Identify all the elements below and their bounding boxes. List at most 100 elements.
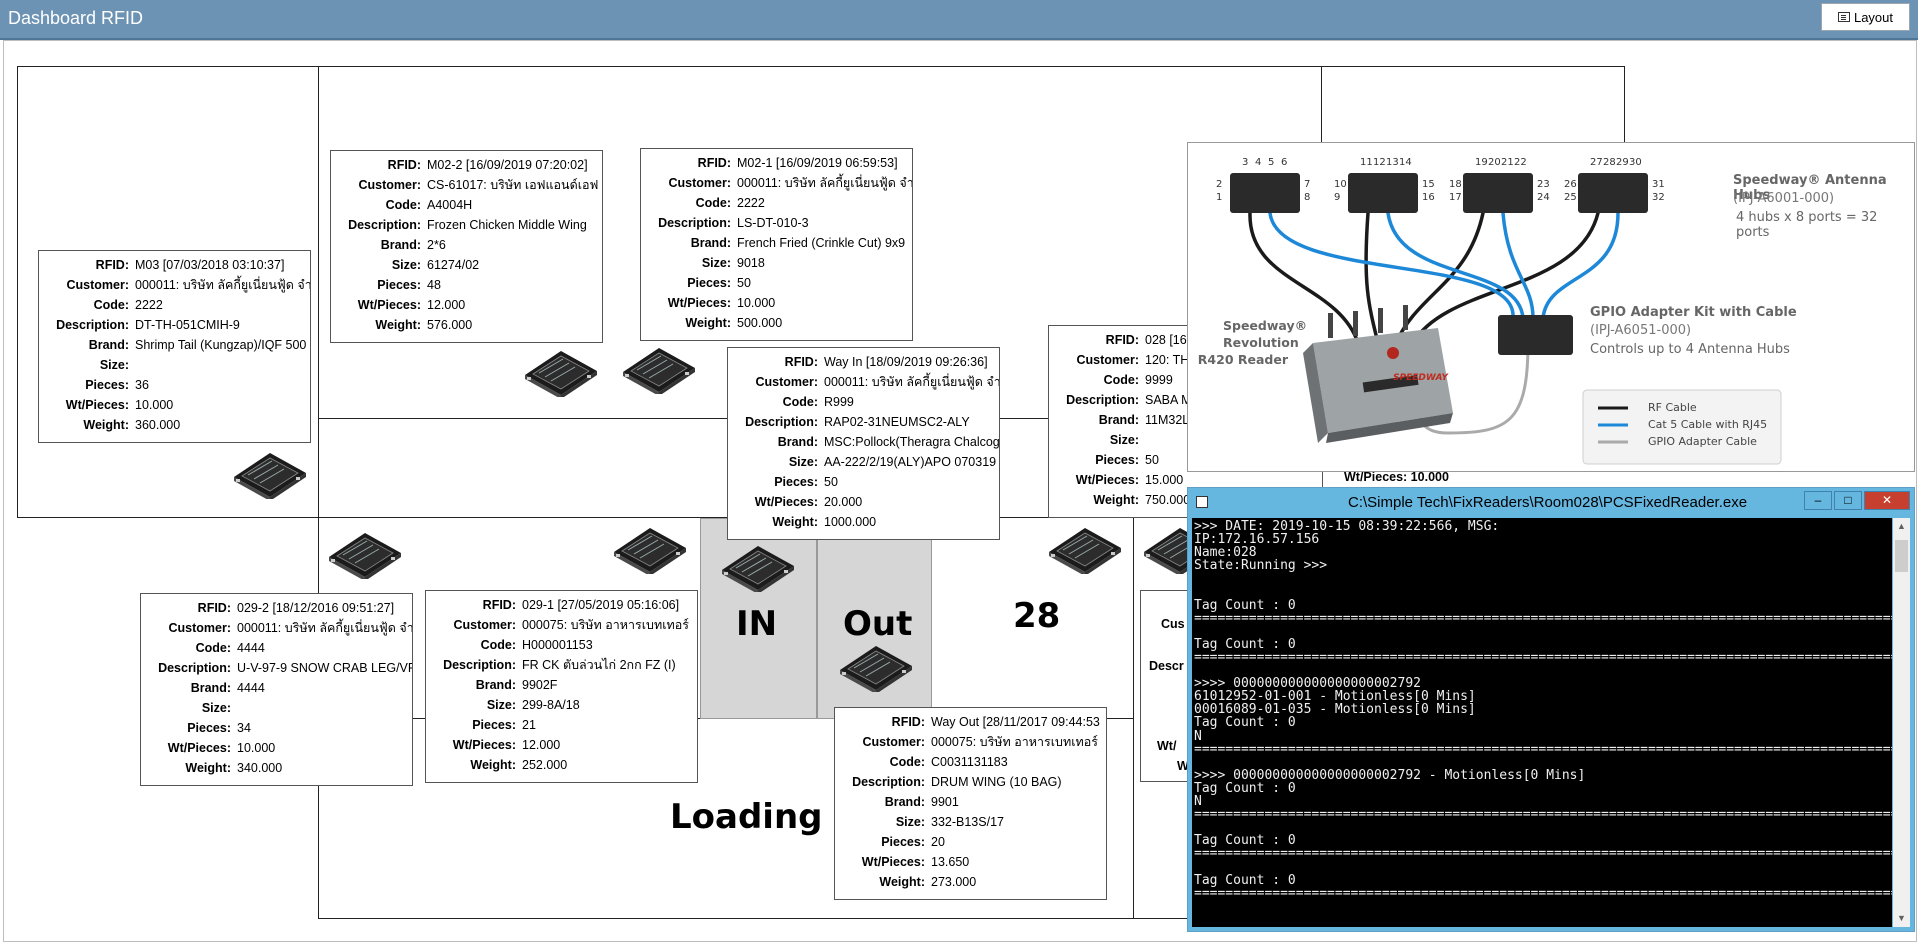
rfid-reader-icon[interactable] xyxy=(619,342,697,394)
card-row-pieces: Pieces:20 xyxy=(835,832,1106,852)
weight-key: Weight: xyxy=(1093,493,1139,507)
location-card[interactable]: RFID:029-2 [18/12/2016 09:51:27]Customer… xyxy=(140,593,413,786)
card-wt-pieces-fragment: Wt/Pieces: 10.000 xyxy=(1344,470,1449,484)
console-titlebar[interactable]: C:\Simple Tech\FixReaders\Room028\PCSFix… xyxy=(1188,488,1914,518)
location-card[interactable]: RFID:M02-2 [16/09/2019 07:20:02]Customer… xyxy=(330,150,603,343)
location-card[interactable]: RFID:M02-1 [16/09/2019 06:59:53]Customer… xyxy=(640,148,913,341)
description-key: Description: xyxy=(1066,393,1139,407)
console-line: Tag Count : 0 xyxy=(1194,636,1296,652)
pieces-key: Pieces: xyxy=(85,378,129,392)
size-value: AA-222/2/19(ALY)APO 070319 xyxy=(824,455,997,469)
customer-key: Customer: xyxy=(66,278,129,292)
close-button[interactable]: ✕ xyxy=(1864,491,1910,510)
card-row-description: Description:FR CK ตับล่วนไก่ 2กก FZ (I) xyxy=(426,655,697,675)
layout-button[interactable]: Layout xyxy=(1821,3,1910,31)
console-line: N xyxy=(1194,728,1202,744)
customer-value: 000011: บริษัท ลัคกี้ยูเนี่ยนฟู้ด จำ xyxy=(824,375,999,389)
card-row-wt-pieces: Wt/Pieces:10.000 xyxy=(141,738,412,758)
card-row-brand: Brand:2*6 xyxy=(331,235,602,255)
customer-key: Customer: xyxy=(668,176,731,190)
layout-button-label: Layout xyxy=(1853,9,1894,25)
hub-port-number: 7 xyxy=(1304,179,1311,190)
loading-area-label: Loading A xyxy=(670,797,861,837)
console-line xyxy=(1194,585,1892,598)
brand-key: Brand: xyxy=(777,435,818,449)
rfid-reader-icon[interactable] xyxy=(521,345,599,397)
rfid-reader-icon[interactable] xyxy=(718,540,796,592)
maximize-button[interactable]: □ xyxy=(1834,491,1862,510)
pieces-key: Pieces: xyxy=(187,721,231,735)
area-in-label: IN xyxy=(736,604,778,644)
brand-value: 2*6 xyxy=(427,238,446,252)
rfid-reader-icon[interactable] xyxy=(325,527,403,579)
location-card[interactable]: RFID:Way In [18/09/2019 09:26:36]Custome… xyxy=(727,347,1000,540)
customer-key: Cus xyxy=(1161,617,1185,631)
scroll-thumb[interactable] xyxy=(1895,540,1908,572)
card-row-pieces: Pieces:50 xyxy=(728,472,999,492)
wt-pieces-key: Wt/ xyxy=(1157,739,1177,753)
weight-value: 360.000 xyxy=(135,418,181,432)
customer-key: Customer: xyxy=(358,178,421,192)
wt-pieces-key: Wt/Pieces: xyxy=(754,495,818,509)
code-value: 2222 xyxy=(737,196,765,210)
card-row-size: Size:9018 xyxy=(641,253,912,273)
scroll-up-icon[interactable]: ▲ xyxy=(1897,521,1906,531)
rfid-reader-icon[interactable] xyxy=(836,640,914,692)
customer-value: 000075: บริษัท อาหารเบทเทอร์ xyxy=(522,618,689,632)
location-card[interactable]: RFID:029-1 [27/05/2019 05:16:06]Customer… xyxy=(425,590,698,783)
area-out-label: Out xyxy=(843,604,913,644)
rfid-key: RFID: xyxy=(1105,333,1139,347)
scroll-down-icon[interactable]: ▼ xyxy=(1897,913,1906,923)
card-row-rfid: RFID:029-1 [27/05/2019 05:16:06] xyxy=(426,595,697,615)
weight-key: Weight: xyxy=(83,418,129,432)
size-value: 9018 xyxy=(737,256,765,270)
rfid-reader-icon[interactable] xyxy=(1045,522,1123,574)
weight-key: W xyxy=(1177,759,1189,773)
description-key: Description: xyxy=(658,216,731,230)
card-row-wt-pieces: Wt/Pieces:20.000 xyxy=(728,492,999,512)
pieces-key: Pieces: xyxy=(472,718,516,732)
hub-port-number: 21 xyxy=(1501,157,1514,168)
card-row-description: Description:Frozen Chicken Middle Wing xyxy=(331,215,602,235)
card-row-weight: Weight:750.000 xyxy=(1049,490,1322,510)
code-value: A4004H xyxy=(427,198,473,212)
description-value: RAP02-31NEUMSC2-ALY xyxy=(824,415,970,429)
console-window[interactable]: C:\Simple Tech\FixReaders\Room028\PCSFix… xyxy=(1187,487,1915,932)
reader-brand-text: SPEEDWAY xyxy=(1393,373,1448,383)
card-row-size: Size:299-8A/18 xyxy=(426,695,697,715)
hub-port-number: 10 xyxy=(1334,179,1347,190)
pieces-key: Pieces: xyxy=(377,278,421,292)
minimize-button[interactable]: – xyxy=(1804,491,1832,510)
wt-pieces-key: Wt/Pieces: xyxy=(167,741,231,755)
floor-plan-canvas xyxy=(3,40,1917,942)
card-row-code: Code:H000001153 xyxy=(426,635,697,655)
customer-value: 000011: บริษัท ลัคกี้ยูเนี่ยนฟู้ด จำ xyxy=(237,621,412,635)
card-row-weight: Weight:252.000 xyxy=(426,755,697,775)
card-row-code: Code:9999 xyxy=(1049,370,1322,390)
console-scrollbar[interactable]: ▲ ▼ xyxy=(1893,518,1910,927)
rfid-reader-icon[interactable] xyxy=(610,522,688,574)
card-row-code: Code:R999 xyxy=(728,392,999,412)
code-value: R999 xyxy=(824,395,854,409)
console-line: Tag Count : 0 xyxy=(1194,715,1296,731)
card-row-code: Code:2222 xyxy=(39,295,310,315)
customer-key: Customer: xyxy=(862,735,925,749)
hub-port-number: 17 xyxy=(1449,192,1462,203)
rfid-reader-icon[interactable] xyxy=(230,447,308,499)
hub-port-number: 29 xyxy=(1616,157,1629,168)
card-row-pieces: Pieces:50 xyxy=(1049,450,1322,470)
hub-port-number: 11 xyxy=(1360,157,1373,168)
wt-pieces-key: Wt/Pieces: xyxy=(861,855,925,869)
card-row-pieces: Pieces:34 xyxy=(141,718,412,738)
location-card[interactable]: RFID:M03 [07/03/2018 03:10:37]Customer:0… xyxy=(38,250,311,443)
gpio-model: (IPJ-A6051-000) xyxy=(1590,323,1692,338)
card-row-code: Code:2222 xyxy=(641,193,912,213)
card-row-rfid: RFID:029-2 [18/12/2016 09:51:27] xyxy=(141,598,412,618)
hub-port-number: 25 xyxy=(1564,192,1577,203)
console-output[interactable]: >>> DATE: 2019-10-15 08:39:22:566, MSG:I… xyxy=(1192,518,1892,927)
hub-port-number: 18 xyxy=(1449,179,1462,190)
wt-pieces-value: 15.000 xyxy=(1145,473,1184,487)
weight-value: 340.000 xyxy=(237,761,283,775)
card-row-size: Size: xyxy=(141,698,412,718)
